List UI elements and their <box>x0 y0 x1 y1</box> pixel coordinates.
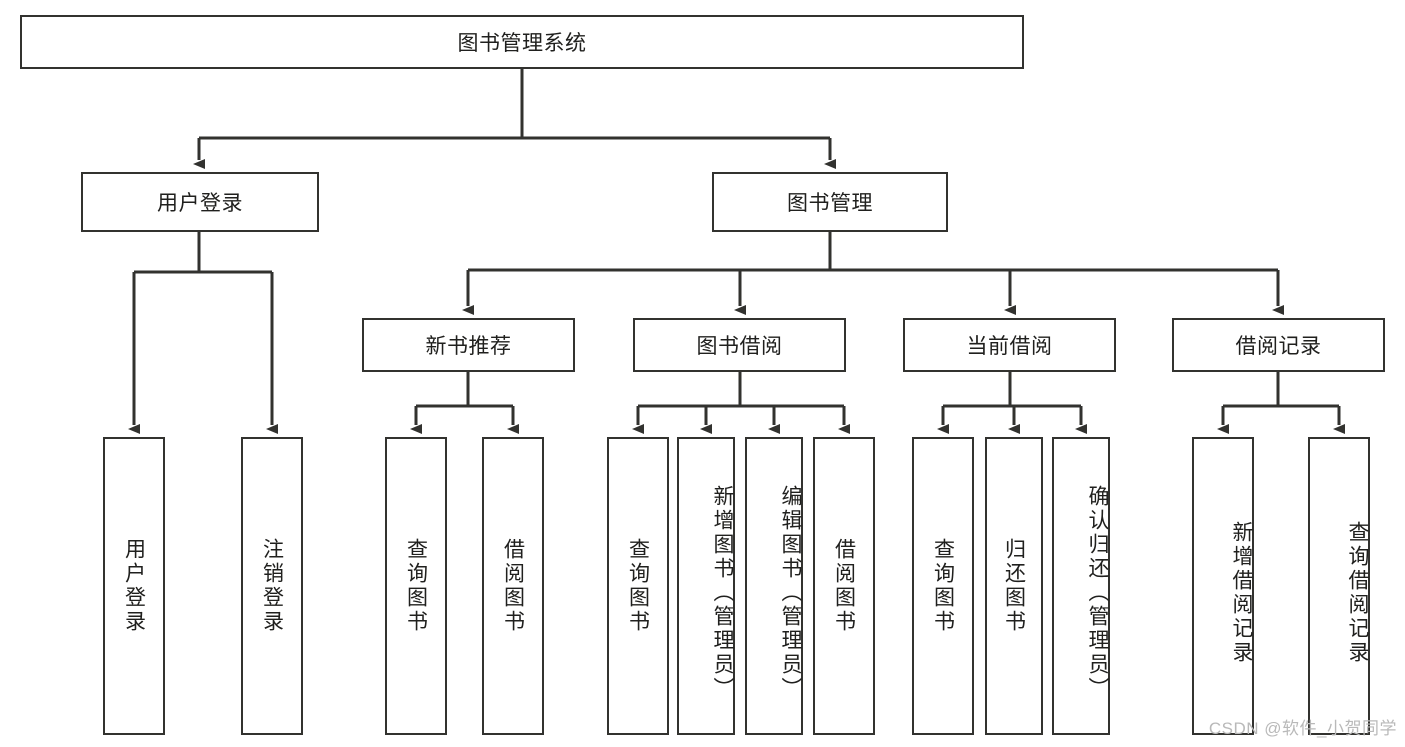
leaf-query-book-current[interactable]: 查询图书 <box>912 437 974 735</box>
leaf-borrow-book[interactable]: 借阅图书 <box>813 437 875 735</box>
node-book-manage[interactable]: 图书管理 <box>712 172 948 232</box>
leaf-query-book-recommend[interactable]: 查询图书 <box>385 437 447 735</box>
node-user-login[interactable]: 用户登录 <box>81 172 319 232</box>
csdn-watermark: CSDN @软件_小贺同学 <box>1208 719 1397 738</box>
leaf-edit-book-admin[interactable]: 编辑图书（管理员） <box>745 437 803 735</box>
leaf-add-borrow-record[interactable]: 新增借阅记录 <box>1192 437 1254 735</box>
leaf-query-borrow-record[interactable]: 查询借阅记录 <box>1308 437 1370 735</box>
leaf-confirm-return-admin[interactable]: 确认归还（管理员） <box>1052 437 1110 735</box>
leaf-logout[interactable]: 注销登录 <box>241 437 303 735</box>
leaf-return-book[interactable]: 归还图书 <box>985 437 1043 735</box>
leaf-query-book-borrow[interactable]: 查询图书 <box>607 437 669 735</box>
node-new-book-recommend[interactable]: 新书推荐 <box>362 318 575 372</box>
node-root-system[interactable]: 图书管理系统 <box>20 15 1024 69</box>
node-borrow-records[interactable]: 借阅记录 <box>1172 318 1385 372</box>
leaf-add-book-admin[interactable]: 新增图书（管理员） <box>677 437 735 735</box>
node-current-borrow[interactable]: 当前借阅 <box>903 318 1116 372</box>
leaf-borrow-book-recommend[interactable]: 借阅图书 <box>482 437 544 735</box>
node-book-borrow[interactable]: 图书借阅 <box>633 318 846 372</box>
leaf-user-login[interactable]: 用户登录 <box>103 437 165 735</box>
